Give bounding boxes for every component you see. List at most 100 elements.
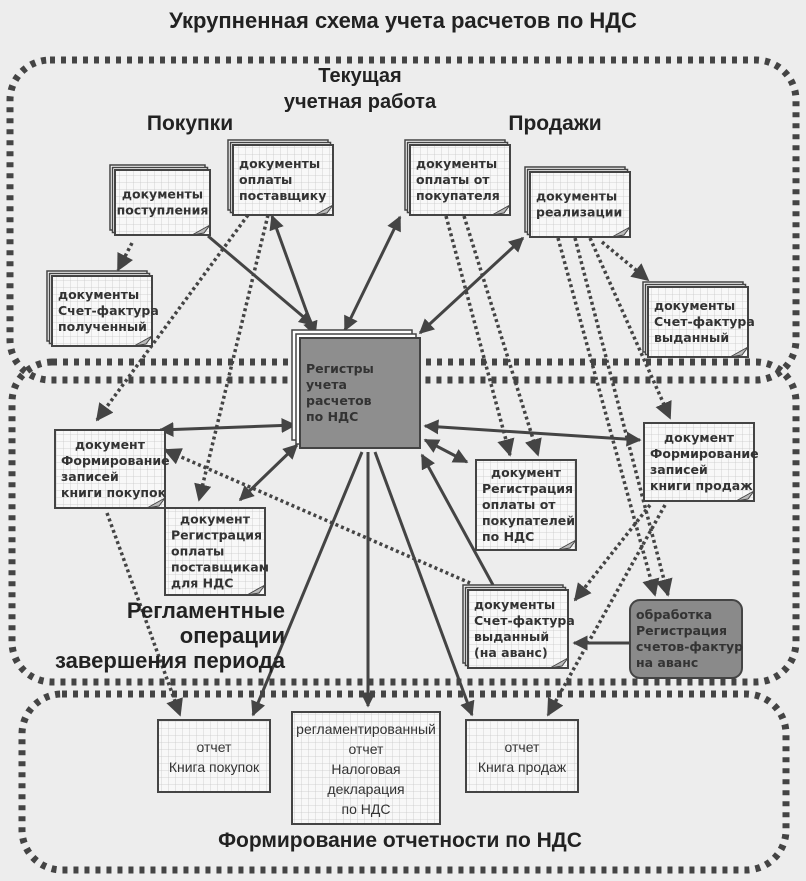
node-label: регламентированный <box>296 721 436 737</box>
node-label: по НДС <box>342 801 391 817</box>
node-label: документы <box>536 189 617 204</box>
page-curl-icon <box>557 539 577 551</box>
page-curl-icon <box>735 490 755 502</box>
node-label: Регистрация <box>482 481 573 496</box>
node-label: Регистры <box>306 361 374 376</box>
node-label: поставщикам <box>171 560 269 575</box>
node-label: обработка <box>636 607 712 622</box>
node-label: поступления <box>117 203 209 218</box>
period-end-title-2: операции <box>180 623 285 648</box>
node-label: для НДС <box>171 576 233 591</box>
node-label: Регистрация <box>636 623 727 638</box>
connector-arrow <box>588 237 672 420</box>
node-label: (на аванс) <box>474 645 548 660</box>
connector-arrow <box>373 451 475 717</box>
node-label: покупателей <box>482 513 575 528</box>
node-label: реализации <box>536 205 622 220</box>
node-label: Счет-фактура <box>654 314 755 329</box>
node-label: поставщику <box>239 188 326 203</box>
reporting-title: Формирование отчетности по НДС <box>218 829 582 852</box>
edges <box>95 213 673 717</box>
period-end-title-1: Регламентные <box>127 598 285 623</box>
page-curl-icon <box>549 657 569 669</box>
node-label: книги продаж <box>650 478 753 493</box>
node-label: покупателя <box>416 188 500 203</box>
connector-arrow <box>158 418 297 437</box>
node-label: декларация <box>327 781 404 797</box>
region-current-title-2: учетная работа <box>284 91 437 113</box>
connector-arrow <box>194 214 270 502</box>
node-label: оплаты от <box>416 172 490 187</box>
connector-arrow <box>418 236 525 335</box>
node-label: отчет <box>505 739 541 755</box>
node-label: Счет-фактура <box>58 303 159 318</box>
node-label: документы <box>654 298 735 313</box>
connector-arrow <box>251 451 364 717</box>
page-curl-icon <box>146 497 166 509</box>
node-label: учета <box>306 377 347 392</box>
connector-arrow <box>423 438 469 464</box>
period-end-title-3: завершения периода <box>55 648 286 673</box>
purchases-label: Покупки <box>147 112 233 135</box>
node-label: Формирование <box>650 446 759 461</box>
node-label: счетов-фактур <box>636 639 743 654</box>
node-label: документы <box>122 187 203 202</box>
connector-arrow <box>116 242 134 272</box>
node-label: записей <box>61 469 119 484</box>
connector-arrow <box>420 453 495 586</box>
page-curl-icon <box>191 224 211 236</box>
connector-arrow <box>343 215 402 332</box>
node-label: по НДС <box>482 529 534 544</box>
page-curl-icon <box>611 226 631 238</box>
diagram-title: Укрупненная схема учета расчетов по НДС <box>169 8 637 33</box>
connector-arrow <box>444 215 515 457</box>
node-label: по НДС <box>306 409 358 424</box>
connector-arrow <box>573 237 673 597</box>
node-label: отчет <box>349 741 385 757</box>
connector-arrow <box>546 504 667 717</box>
node-label: Счет-фактура <box>474 613 575 628</box>
page-curl-icon <box>133 335 153 347</box>
node-label: оплаты <box>239 172 292 187</box>
node-label: Книга покупок <box>169 759 260 775</box>
node-label: Налоговая <box>331 761 400 777</box>
node-label: записей <box>650 462 708 477</box>
region-current-border <box>6 56 800 384</box>
node-label: выданный <box>474 629 549 644</box>
connector-arrow <box>95 213 250 422</box>
page-curl-icon <box>314 204 334 216</box>
node-label: документ <box>180 512 251 527</box>
node-label: документы <box>58 287 139 302</box>
page-curl-icon <box>246 584 266 596</box>
nodes: документыпоступлениядокументыоплатыпоста… <box>46 139 759 825</box>
node-label: отчет <box>197 739 233 755</box>
node-label: на аванс <box>636 655 698 670</box>
node-label: оплаты от <box>482 497 556 512</box>
node-label: документы <box>474 597 555 612</box>
connector-arrow <box>163 448 471 585</box>
node-label: книги покупок <box>61 485 167 500</box>
node-label: расчетов <box>306 393 372 408</box>
node-label: выданный <box>654 330 729 345</box>
node-label: документ <box>75 437 146 452</box>
connector-arrow <box>238 443 299 502</box>
sales-label: Продажи <box>508 112 601 135</box>
node-label: Книга продаж <box>478 759 567 775</box>
connector-arrow <box>556 237 660 597</box>
page-curl-icon <box>491 204 511 216</box>
